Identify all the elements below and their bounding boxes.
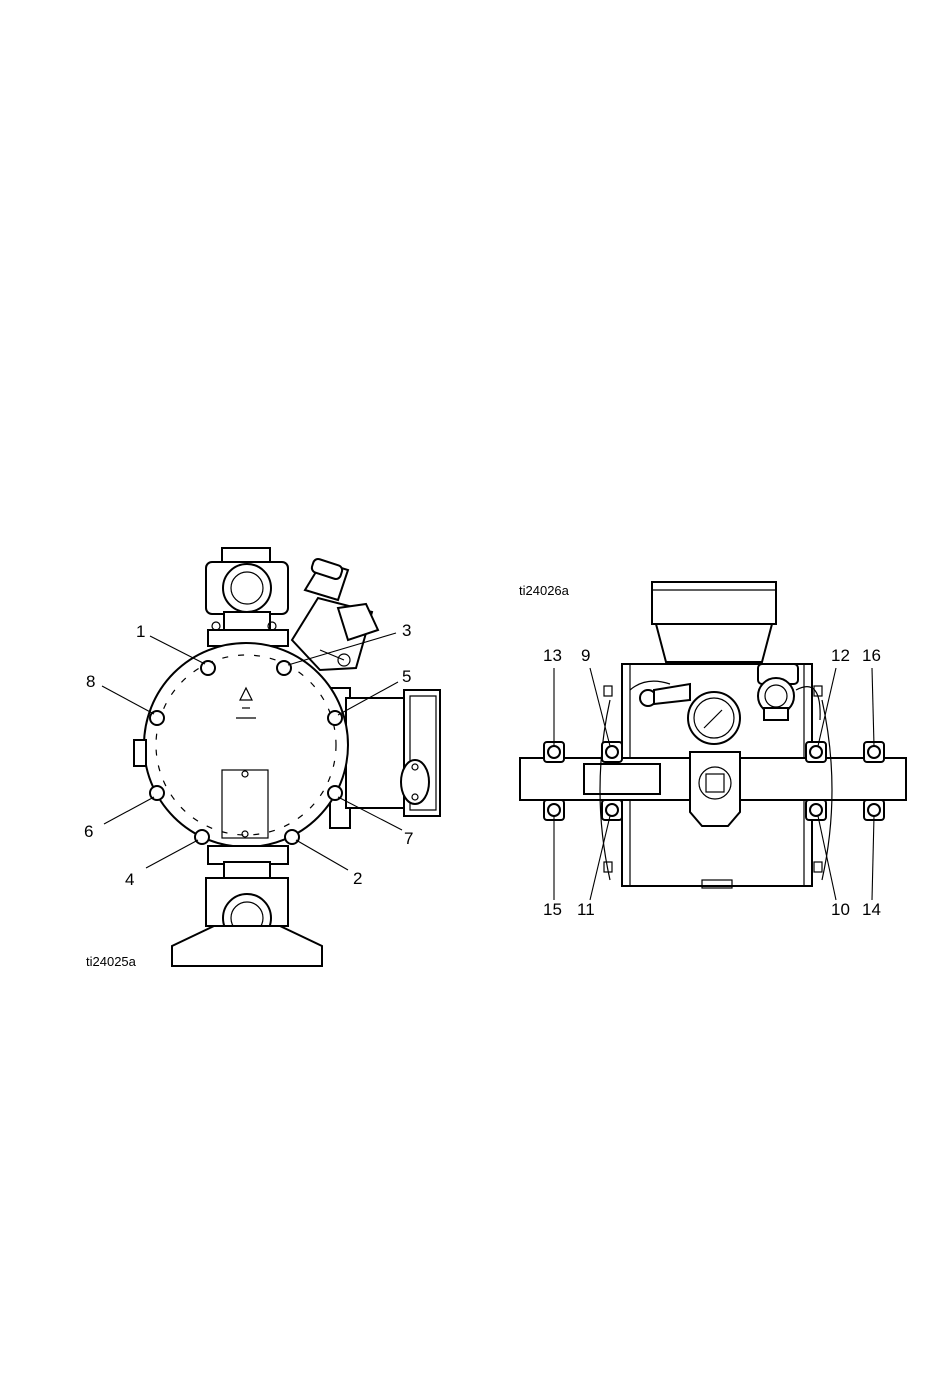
callout-4: 4 xyxy=(125,870,134,889)
outlet-tube xyxy=(652,582,776,624)
callout-2: 2 xyxy=(353,869,362,888)
callout-15: 15 xyxy=(543,900,562,919)
pump-base xyxy=(172,926,322,966)
figure-id-right: ti24026a xyxy=(519,583,570,598)
bolt-icon xyxy=(285,830,299,844)
bolt-icon xyxy=(212,622,220,630)
bolt-icon xyxy=(810,746,822,758)
figure-id-left: ti24025a xyxy=(86,954,137,969)
air-valve-icon xyxy=(292,558,378,670)
side-housing xyxy=(346,698,406,808)
callout-14: 14 xyxy=(862,900,881,919)
bolt-icon xyxy=(868,804,880,816)
bolt-icon xyxy=(810,804,822,816)
fluid-cover xyxy=(144,643,348,847)
bolt-icon xyxy=(606,804,618,816)
callout-7: 7 xyxy=(404,829,413,848)
bolt-icon xyxy=(868,746,880,758)
callout-1: 1 xyxy=(136,622,145,641)
bolt-icon xyxy=(548,746,560,758)
pressure-gauge-icon xyxy=(688,692,740,744)
callout-11: 11 xyxy=(577,900,595,919)
callout-10: 10 xyxy=(831,900,850,919)
callout-3: 3 xyxy=(402,621,411,640)
callout-12: 12 xyxy=(831,646,850,665)
label-plate xyxy=(584,764,660,794)
callout-16: 16 xyxy=(862,646,881,665)
callout-5: 5 xyxy=(402,667,411,686)
top-port xyxy=(223,564,271,612)
callout-9: 9 xyxy=(581,646,590,665)
figure-front-view: 1 2 3 4 5 6 7 8 ti24025a xyxy=(84,548,440,969)
bolt-icon xyxy=(195,830,209,844)
bolt-icon xyxy=(548,804,560,816)
bolt-icon xyxy=(277,661,291,675)
figure-top-view: ti24026a xyxy=(519,582,906,919)
bolt-icon xyxy=(606,746,618,758)
callout-6: 6 xyxy=(84,822,93,841)
callout-8: 8 xyxy=(86,672,95,691)
callout-13: 13 xyxy=(543,646,562,665)
bolt-icon xyxy=(328,711,342,725)
center-hub xyxy=(690,752,740,826)
